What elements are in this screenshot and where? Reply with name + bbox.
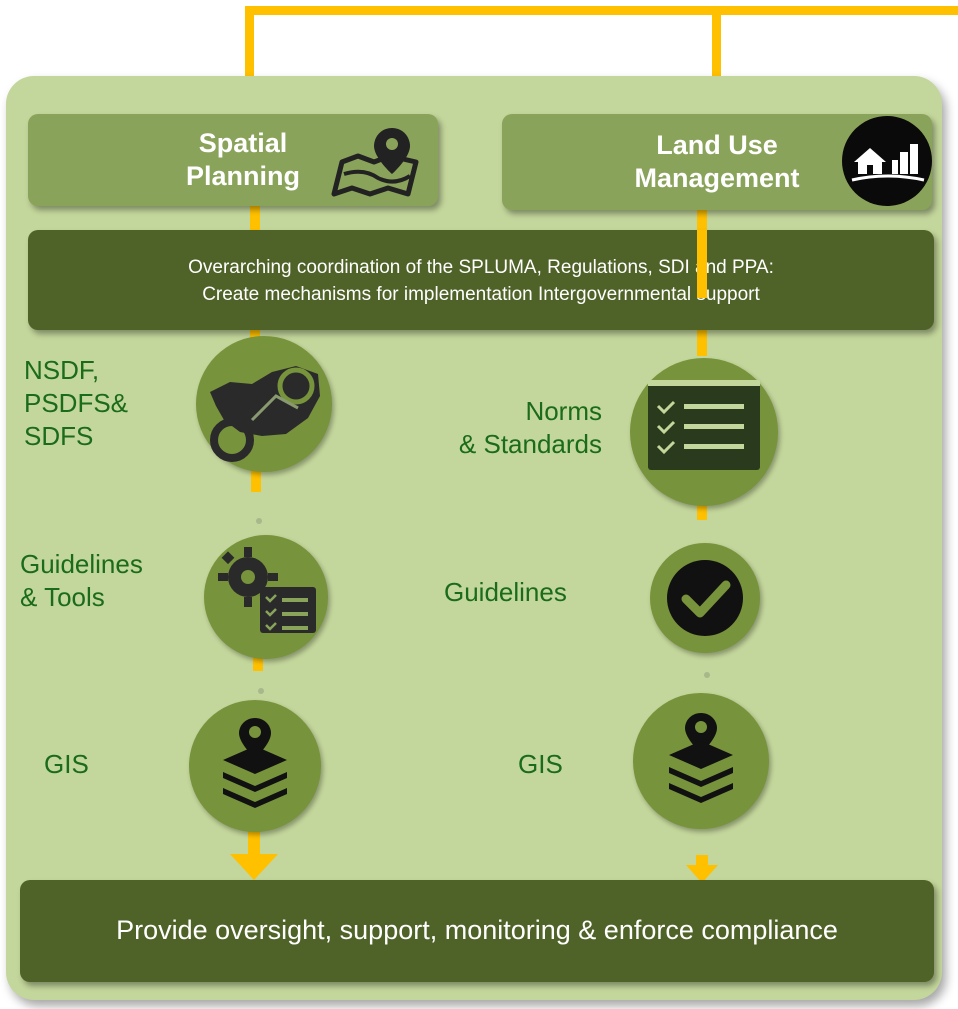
top-connector-left xyxy=(245,6,254,88)
nsdf-label: NSDF, PSDFS& SDFS xyxy=(24,355,129,451)
checklist-icon xyxy=(630,358,778,506)
top-connector-right xyxy=(712,6,721,88)
left-connector-dot xyxy=(256,518,262,524)
left-connector-dot xyxy=(258,688,264,694)
house-city-icon xyxy=(842,116,932,206)
coordination-line2: Create mechanisms for implementation Int… xyxy=(202,284,760,305)
arrow-down-right-bottom xyxy=(686,865,718,883)
check-circle-icon xyxy=(650,543,760,653)
gis-label-left: GIS xyxy=(44,749,89,779)
layers-pin-icon xyxy=(633,693,769,829)
top-connector-horizontal xyxy=(245,6,958,15)
right-connector-2 xyxy=(697,330,707,356)
left-connector-3 xyxy=(251,470,261,492)
left-connector-1 xyxy=(250,205,260,235)
map-pin-icon xyxy=(331,128,419,197)
gis-label-right: GIS xyxy=(518,749,563,779)
right-connector-4 xyxy=(696,855,708,867)
south-africa-map-icon xyxy=(196,336,332,472)
main-panel xyxy=(6,76,942,1000)
left-connector-5 xyxy=(248,830,260,856)
land-use-title-line2: Management xyxy=(634,163,800,193)
guidelines-tools-label: Guidelines & Tools xyxy=(20,549,143,612)
gear-checklist-icon xyxy=(204,535,328,659)
guidelines-label-right: Guidelines xyxy=(444,577,567,607)
right-connector-dot xyxy=(704,672,710,678)
oversight-text: Provide oversight, support, monitoring &… xyxy=(116,915,838,945)
spatial-planning-title-line1: Spatial xyxy=(198,128,288,158)
left-connector-4 xyxy=(253,655,263,671)
land-use-management-header: Land Use Management xyxy=(502,114,932,210)
coordination-line1: Overarching coordination of the SPLUMA, … xyxy=(188,257,774,278)
norms-standards-label: Norms & Standards xyxy=(458,396,602,459)
land-use-title-line1: Land Use xyxy=(656,130,778,160)
right-connector-overlay xyxy=(697,230,707,298)
oversight-box: Provide oversight, support, monitoring &… xyxy=(20,880,934,982)
coordination-box: Overarching coordination of the SPLUMA, … xyxy=(28,230,934,330)
arrow-down-left-bottom xyxy=(230,854,278,880)
right-connector-1 xyxy=(697,210,707,230)
spatial-planning-title-line2: Planning xyxy=(186,161,300,191)
spatial-planning-header: Spatial Planning xyxy=(28,114,438,206)
layers-pin-icon xyxy=(189,700,321,832)
